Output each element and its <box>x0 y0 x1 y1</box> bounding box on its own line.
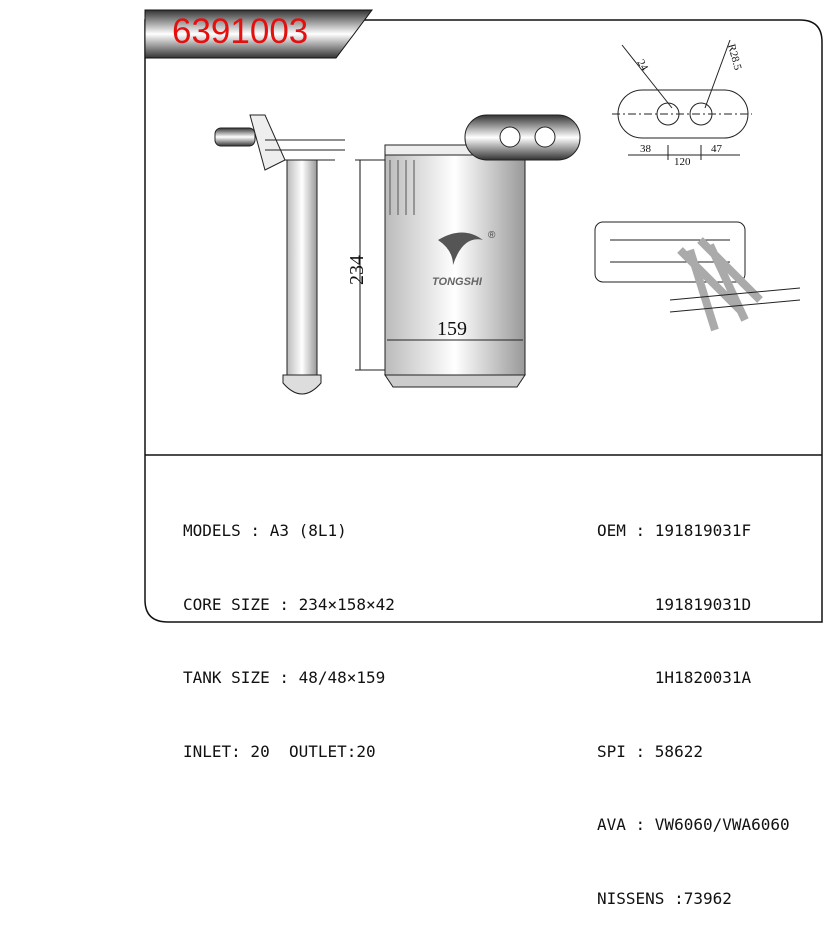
spec-core-size: CORE SIZE : 234×158×42 <box>183 594 395 614</box>
perspective-drawing <box>594 221 801 332</box>
right-dimension: 47 <box>711 143 723 155</box>
specs-right: OEM : 191819031F 191819031D 1H1820031A S… <box>597 470 790 936</box>
radius-dimension: R28.5 <box>725 43 744 72</box>
spec-ava: AVA : VW6060/VWA6060 <box>597 815 790 834</box>
front-view-drawing <box>355 114 581 388</box>
spec-spi: SPI : 58622 <box>597 741 703 761</box>
spec-oem-3: 1H1820031A <box>597 668 752 687</box>
title-tab <box>144 9 373 59</box>
total-dimension: 120 <box>674 156 691 168</box>
tongshi-logo: TONGSHI ® <box>432 230 496 288</box>
spec-tank-size: TANK SIZE : 48/48×159 <box>183 668 386 687</box>
svg-text:®: ® <box>488 230 496 241</box>
spec-inlet-outlet: INLET: 20 OUTLET:20 <box>183 741 376 761</box>
angle-dimension: 24 <box>634 58 650 74</box>
sheet-border <box>144 19 823 623</box>
left-dimension: 38 <box>640 143 652 155</box>
spec-oem-2: 191819031D <box>597 594 752 614</box>
part-number-title: 6391003 <box>172 12 309 51</box>
drawing-sheet: 234 159 TONGSHI ® 24 R28.5 38 120 47 <box>144 9 823 623</box>
brand-logo-text: TONGSHI <box>432 276 483 288</box>
spec-nissens: NISSENS :73962 <box>597 888 732 908</box>
specs-left: MODELS : A3 (8L1) CORE SIZE : 234×158×42… <box>183 470 395 789</box>
spec-models: MODELS : A3 (8L1) <box>183 521 347 540</box>
width-dimension: 159 <box>437 318 467 340</box>
flange-drawing <box>612 39 752 160</box>
spec-oem-1: OEM : 191819031F <box>597 521 752 540</box>
side-view-drawing <box>214 114 345 395</box>
height-dimension: 234 <box>346 255 368 285</box>
